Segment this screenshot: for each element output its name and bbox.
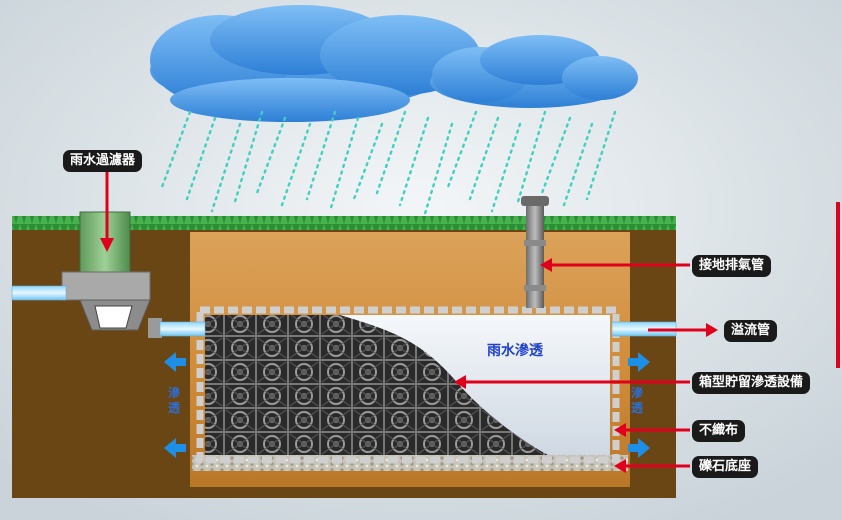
rain-drop [446,110,478,189]
rain-drop [280,122,312,207]
rain-drop [422,122,454,219]
accent-bar [836,202,840,368]
label-seep-left: 滲透 [167,386,180,415]
nonwoven-fabric-frame [196,306,620,464]
rain-drop [375,110,407,195]
label-storage-unit: 箱型貯留滲透設備 [692,372,811,394]
seepage-arrows-right [628,352,650,458]
label-gravel-base: 礫石底座 [692,456,759,478]
grass-strip [12,216,676,230]
rain-drop [398,116,430,207]
label-rain-seepage: 雨水滲透 [487,343,543,359]
rain-drop [210,122,242,213]
rain-drop [468,116,500,201]
vent-pipe [521,196,549,308]
stored-water-area [340,315,610,455]
rain-drop [490,122,522,213]
label-seep-right: 滲透 [630,386,643,415]
cloud-right-icon [430,35,638,108]
pointer-arrows [100,172,718,473]
rain-drop [255,116,287,195]
rain-drops [160,110,617,219]
connector-pipe [159,321,206,337]
label-overflow-pipe: 溢流管 [724,320,778,342]
rain-drop [328,116,360,213]
rain-drop [515,110,547,207]
rain-drop [305,110,337,201]
label-rain-filter: 雨水過濾器 [63,150,143,172]
rain-drop [185,116,217,201]
label-vent-pipe: 接地排氣管 [692,255,772,277]
rain-drop [562,122,594,207]
rain-drop [232,110,264,207]
rain-drop [352,122,384,201]
cloud-left-icon [150,5,480,122]
label-nonwoven: 不織布 [692,420,746,442]
rain-drop [540,116,572,195]
seepage-arrows-left [164,352,186,458]
rain-drop [160,110,192,189]
rain-drop [585,110,617,201]
inflow-pipe [11,285,67,301]
